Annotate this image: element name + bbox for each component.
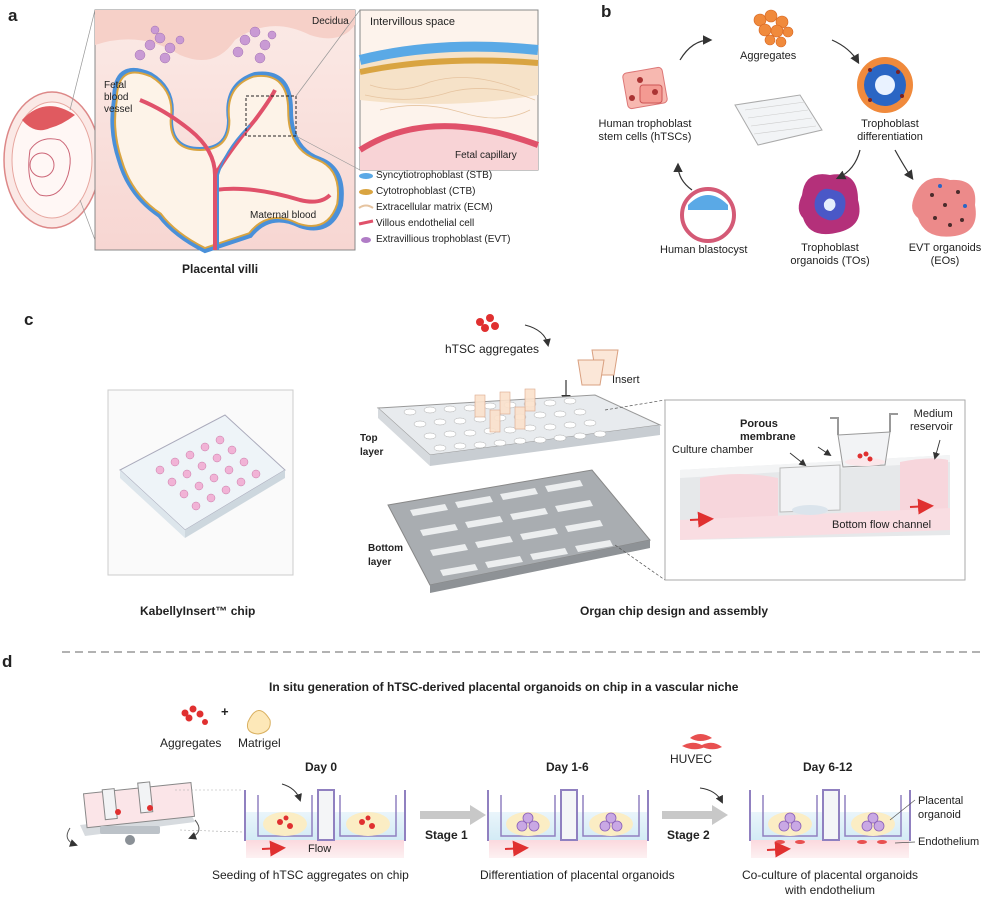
chamber-3 [749,789,916,858]
matrigel-icon [247,710,271,735]
panel-d-graphic [66,705,916,858]
decidua-label: Decidua [312,16,349,27]
b-to-label: Trophoblast organoids (TOs) [790,242,870,267]
d-aggregates-icon [181,705,208,725]
huvec-icon [682,734,722,750]
d-title: In situ generation of hTSC-derived place… [269,680,739,694]
c-medium-label: Medium reservoir [910,408,953,433]
fetal-vessel-label: Fetal blood vessel [104,80,133,115]
b-aggregates-label: Aggregates [740,50,797,62]
ecm-fibers [364,77,536,119]
chip-cross-section [680,413,950,540]
villi-tree [110,68,344,254]
b-eo-label: EVT organoids (EOs) [908,242,982,267]
d-day0-label: Day 0 [305,760,338,774]
d-flow-label: Flow [308,843,332,855]
cycle-arrows [673,35,914,191]
bottom-layer [387,469,651,593]
d-caption-2: Differentiation of placental organoids [480,868,675,882]
panel-b-graphic [622,9,976,243]
maternal-blood-label: Maternal blood [250,210,317,221]
insert-icon [577,349,619,386]
legend-stb: Syncytiotrophoblast (STB) [376,170,493,181]
c-aggregates-icon [476,314,499,332]
htsc-icon [622,66,668,110]
d-plus: + [221,704,229,719]
panel-label-a: a [8,6,18,25]
panel-label-d: d [2,652,13,671]
chip-photo [119,414,286,538]
b-differentiation-label: Trophoblast differentiation [857,118,923,143]
legend-evt: Extravillious trophoblast (EVT) [376,234,511,245]
c-bottom-layer-label: Bottom layer [368,543,403,568]
d-matrigel-label: Matrigel [238,736,281,750]
differentiation-icon [857,57,913,113]
legend-ctb: Cytotrophoblast (CTB) [376,186,476,197]
c-culture-label: Culture chamber [672,444,754,456]
d-caption-1: Seeding of hTSC aggregates on chip [212,868,409,882]
c-design-caption: Organ chip design and assembly [580,604,769,618]
a-title: Placental villi [182,262,259,276]
panel-c-graphic [107,314,966,593]
panel-label-b: b [601,2,612,21]
legend-ecm: Extracellular matrix (ECM) [376,202,493,213]
b-blastocyst-label: Human blastocyst [660,244,748,256]
d-huvec-label: HUVEC [670,752,713,766]
rocker-icon [66,781,244,847]
c-aggregates-label: hTSC aggregates [445,342,540,356]
c-flow-channel-label: Bottom flow channel [832,519,932,531]
fetus-illustration [3,91,101,229]
c-insert-label: Insert [612,374,640,386]
blastocyst-icon [680,187,736,243]
chamber-2 [487,789,649,858]
intervillous-label: Intervillous space [370,16,455,28]
c-porous-label: Porous membrane [740,418,796,443]
d-endothelium-label: Endothelium [918,836,980,848]
b-htsc-label: Human trophoblast stem cells (hTSCs) [598,118,692,143]
legend-swatches [358,173,374,243]
d-stage2-label: Stage 2 [667,828,710,842]
panel-a-graphic [3,9,540,254]
d-stage1-label: Stage 1 [425,828,468,842]
eo-icon [912,177,976,237]
c-chip-caption: KabellyInsert™ chip [140,604,256,618]
to-icon [798,174,860,235]
panel-label-c: c [24,310,34,329]
aggregates-icon [753,9,794,48]
d-day612-label: Day 6-12 [803,760,853,774]
d-caption-3: Co-culture of placental organoids with e… [741,868,919,897]
fetal-capillary-label: Fetal capillary [455,150,517,161]
well-plate-icon [734,94,823,146]
d-day16-label: Day 1-6 [546,760,589,774]
d-placental-organoid-label: Placental organoid [918,795,964,821]
c-top-layer-label: Top layer [360,433,384,458]
chamber-1 [244,789,406,858]
cell-legend: Syncytiotrophoblast (STB) Cytotrophoblas… [376,170,511,250]
legend-endothelial: Villous endothelial cell [376,218,475,229]
top-layer [376,388,662,466]
evt-clusters [134,25,277,64]
d-aggregates-label: Aggregates [160,736,222,750]
